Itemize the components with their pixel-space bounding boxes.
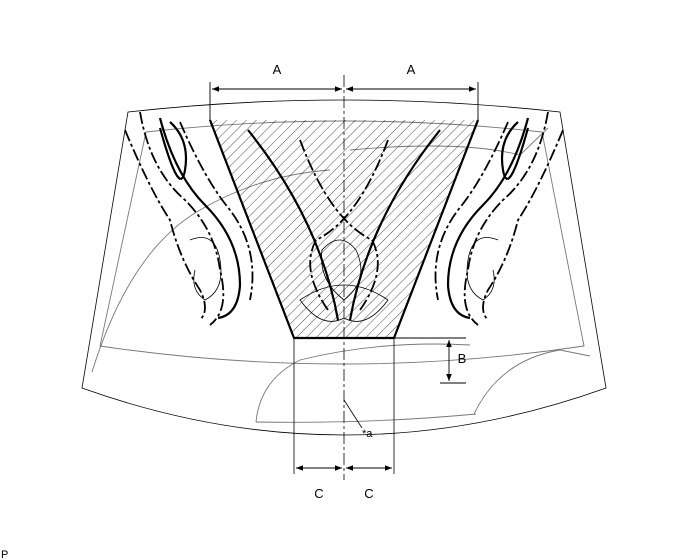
inner-blob [321, 239, 362, 301]
dim-c-left-label: C [314, 486, 323, 501]
corner-label: P [1, 549, 8, 560]
right-contour-3 [434, 121, 509, 301]
dim-a-right-label: A [407, 62, 416, 77]
inner-curve-4 [309, 139, 389, 311]
callout-a-leader [343, 399, 363, 429]
lower-right-curve [473, 349, 591, 415]
dim-b-label: B [458, 351, 467, 366]
left-loop-1 [158, 121, 188, 180]
left-contour-2 [158, 117, 242, 320]
right-contour-2 [446, 117, 530, 320]
right-loop-1 [500, 121, 530, 180]
inner-curve-1 [247, 129, 340, 321]
right-inner-wave [466, 237, 499, 301]
left-contour-1 [139, 111, 225, 326]
inner-blob-2 [299, 284, 389, 322]
left-inner-wave [189, 237, 222, 301]
dim-a-left-label: A [273, 62, 282, 77]
left-contour-3 [179, 121, 254, 301]
lower-reflection [255, 343, 471, 423]
right-contour-1 [463, 111, 549, 326]
callout-a-label: *a [362, 428, 373, 440]
right-wave [482, 129, 564, 321]
inner-curve-3 [299, 139, 379, 311]
windshield-outline [81, 99, 607, 436]
dim-c-right-label: C [364, 486, 373, 501]
inner-curve-2 [348, 129, 441, 321]
left-wave [124, 129, 206, 321]
lower-edge-line [255, 413, 477, 423]
